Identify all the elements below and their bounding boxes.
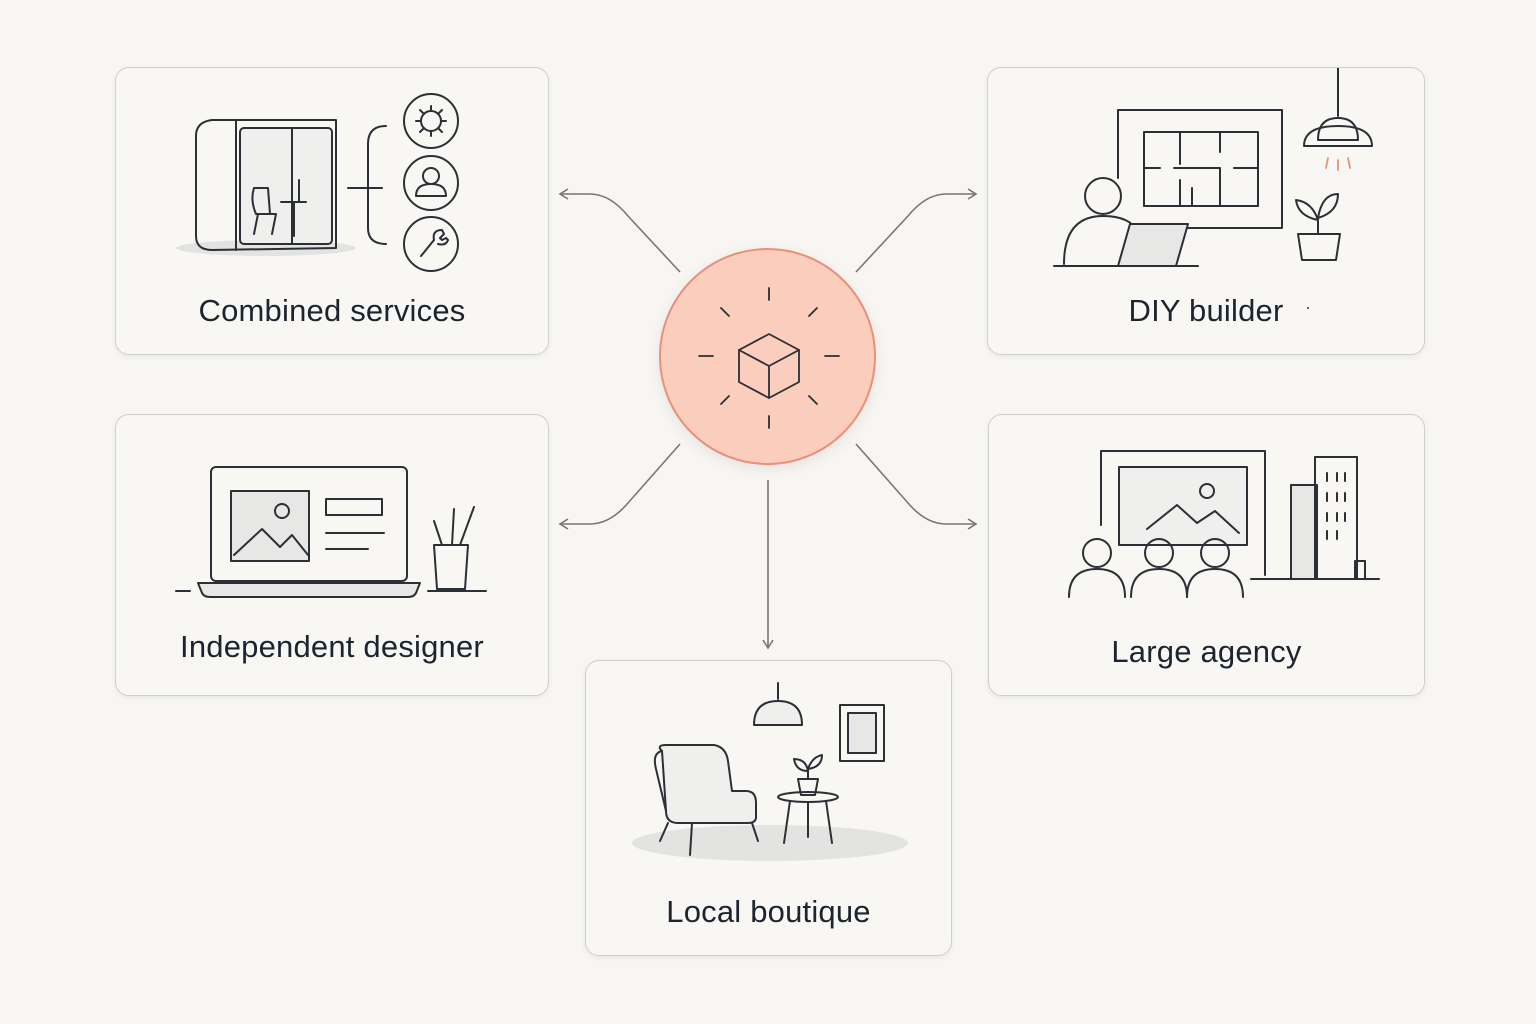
card-large-agency[interactable]: Large agency [988, 414, 1425, 696]
card-independent-designer[interactable]: Independent designer [115, 414, 549, 696]
card-label: DIY builder [1128, 293, 1284, 328]
card-label: Large agency [1111, 634, 1302, 669]
card-label: Local boutique [666, 894, 871, 929]
team-presentation-icon [1068, 450, 1380, 598]
card-combined-services[interactable]: Combined services [115, 67, 549, 355]
laptop-moodboard-icon [175, 466, 487, 598]
arrow-to-independent-designer [558, 443, 681, 530]
card-label: Combined services [198, 293, 466, 328]
card-diy-builder[interactable]: DIY builder [987, 67, 1425, 355]
central-hub [659, 248, 876, 465]
floorplan-laptop-icon [1053, 68, 1373, 309]
card-label: Independent designer [180, 629, 484, 664]
card-local-boutique[interactable]: Local boutique [585, 660, 952, 956]
arrow-to-combined-services [558, 188, 681, 273]
arrow-to-diy-builder [855, 188, 978, 273]
armchair-lounge-icon [632, 682, 908, 861]
office-pod-services-icon [176, 93, 459, 272]
cube-burst-icon [698, 287, 840, 429]
arrow-to-large-agency [855, 443, 978, 530]
